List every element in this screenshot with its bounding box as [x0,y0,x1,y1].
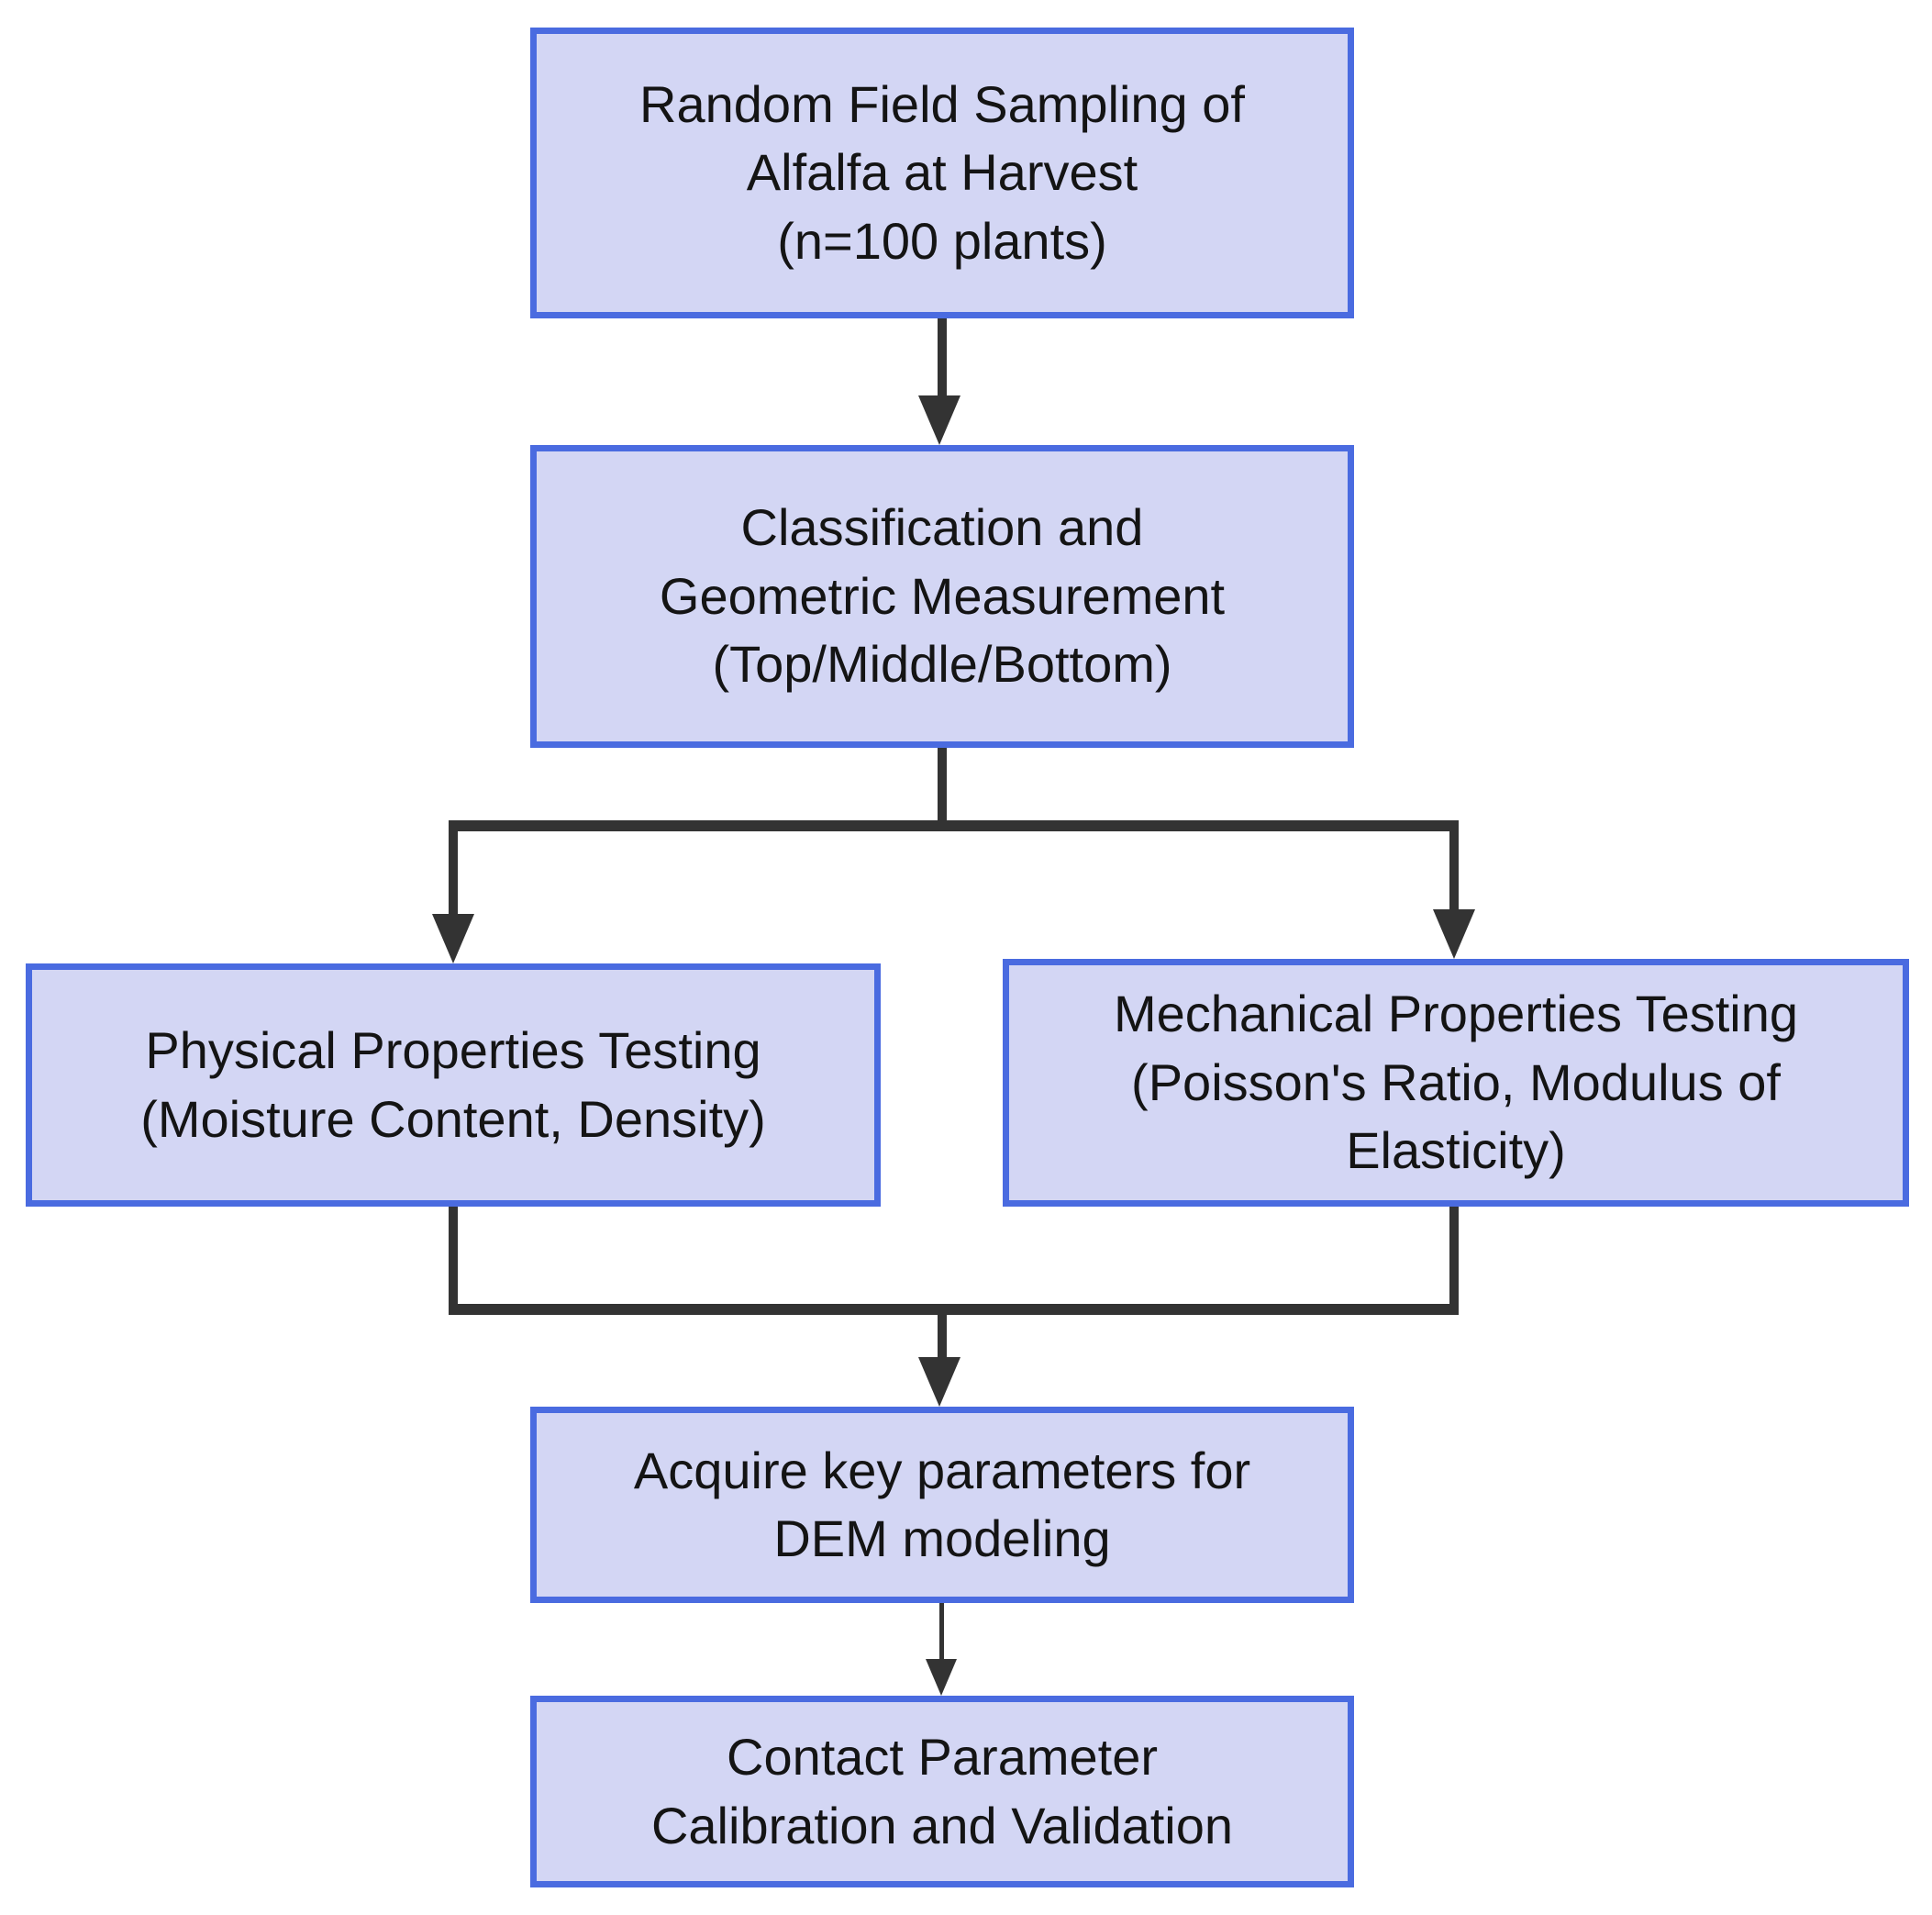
connector-classification-stem [938,748,947,831]
arrowhead-down-icon [1433,909,1475,959]
connector-merge-left [449,1207,458,1315]
node-classification-geometric-measurement: Classification and Geometric Measurement… [530,445,1354,748]
connector-merge-right [1449,1207,1459,1315]
node-random-field-sampling: Random Field Sampling of Alfalfa at Harv… [530,28,1354,318]
connector-acquire-to-contact [939,1603,944,1661]
arrowhead-down-icon [918,395,960,445]
node-physical-properties-testing: Physical Properties Testing (Moisture Co… [26,963,881,1207]
connector-branch-right [1449,820,1459,909]
connector-sampling-to-classification [938,318,947,397]
connector-merge-horizontal [449,1304,1459,1315]
arrowhead-down-icon [926,1659,957,1696]
node-mechanical-properties-testing: Mechanical Properties Testing (Poisson's… [1003,959,1909,1207]
connector-branch-left [449,820,458,914]
node-contact-parameter-calibration: Contact Parameter Calibration and Valida… [530,1696,1354,1887]
node-acquire-key-parameters: Acquire key parameters for DEM modeling [530,1407,1354,1603]
arrowhead-down-icon [918,1357,960,1407]
connector-branch-horizontal [449,820,1459,831]
connector-merge-stem [938,1315,947,1357]
arrowhead-down-icon [432,914,474,963]
